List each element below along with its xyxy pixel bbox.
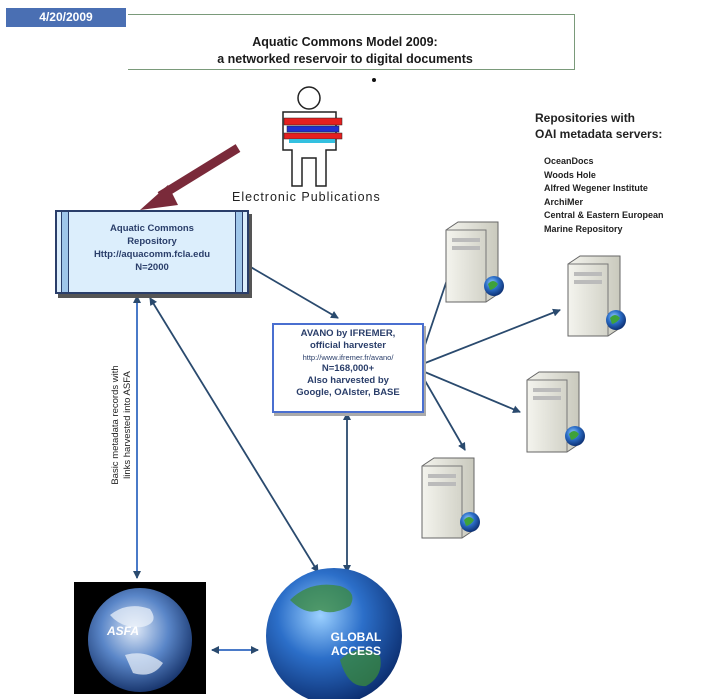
asfa-earth-icon	[88, 588, 192, 692]
avano-line-5: Also harvested by	[307, 375, 389, 387]
avano-line-1: AVANO by IFREMER,	[300, 328, 396, 339]
avano-line-2: official harvester	[309, 339, 387, 351]
ac-url: Http://aquacomm.fcla.edu	[93, 249, 211, 260]
electronic-publications-label: Electronic Publications	[232, 190, 381, 204]
scroll-bar-left	[61, 212, 69, 292]
avano-text: AVANO by IFREMER, official harvester htt…	[276, 328, 420, 399]
aquatic-commons-node: Aquatic Commons Repository Http://aquaco…	[55, 210, 249, 294]
repositories-heading-line-1: Repositories with	[535, 111, 636, 125]
title-frame	[128, 14, 575, 70]
repositories-heading-line-2: OAI metadata servers:	[535, 127, 663, 141]
ac-line-1: Aquatic Commons	[110, 223, 194, 234]
server-icon	[526, 371, 585, 453]
asfa-harvest-line-2: links harvested into ASFA	[122, 371, 133, 479]
aquatic-commons-text: Aquatic Commons Repository Http://aquaco…	[69, 222, 235, 274]
avano-count: N=168,000+	[321, 363, 375, 375]
list-item: Marine Repository	[544, 223, 623, 234]
global-access-line-1: GLOBAL	[330, 630, 382, 644]
list-item: Central & Eastern European	[544, 210, 664, 220]
asfa-harvest-label: Basic metadata records with links harves…	[110, 325, 140, 525]
ac-count: N=2000	[135, 262, 169, 273]
title-pointer-dot	[372, 78, 376, 82]
server-icon	[421, 457, 480, 539]
server-icon	[445, 221, 504, 303]
repositories-heading: Repositories with OAI metadata servers:	[535, 110, 662, 142]
avano-line-6: Google, OAIster, BASE	[296, 386, 400, 398]
scroll-bar-right	[235, 212, 243, 292]
title-line-1: Aquatic Commons Model 2009:	[252, 35, 438, 49]
ac-line-2: Repository	[127, 236, 177, 247]
list-item: Alfred Wegener Institute	[544, 183, 648, 193]
diagram-title: Aquatic Commons Model 2009: a networked …	[180, 34, 510, 68]
arrow-ac-global	[149, 297, 319, 573]
list-item: OceanDocs	[544, 156, 594, 166]
server-icon	[567, 255, 626, 337]
person-icon	[282, 86, 343, 187]
list-item: ArchiMer	[544, 196, 584, 207]
avano-node: AVANO by IFREMER, official harvester htt…	[272, 323, 424, 413]
global-access-line-2: ACCESS	[330, 644, 381, 658]
avano-url: http://www.ifremer.fr/avano/	[302, 352, 394, 362]
title-line-2: a networked reservoir to digital documen…	[217, 52, 473, 66]
asfa-label: ASFA	[107, 624, 140, 638]
asfa-harvest-line-1: Basic metadata records with	[110, 365, 121, 485]
repositories-list: OceanDocs Woods Hole Alfred Wegener Inst…	[544, 155, 664, 236]
date-badge: 4/20/2009	[6, 8, 126, 27]
global-access-label: GLOBAL ACCESS	[296, 630, 416, 658]
list-item: Woods Hole	[544, 169, 596, 180]
publications-arrow	[140, 144, 241, 210]
